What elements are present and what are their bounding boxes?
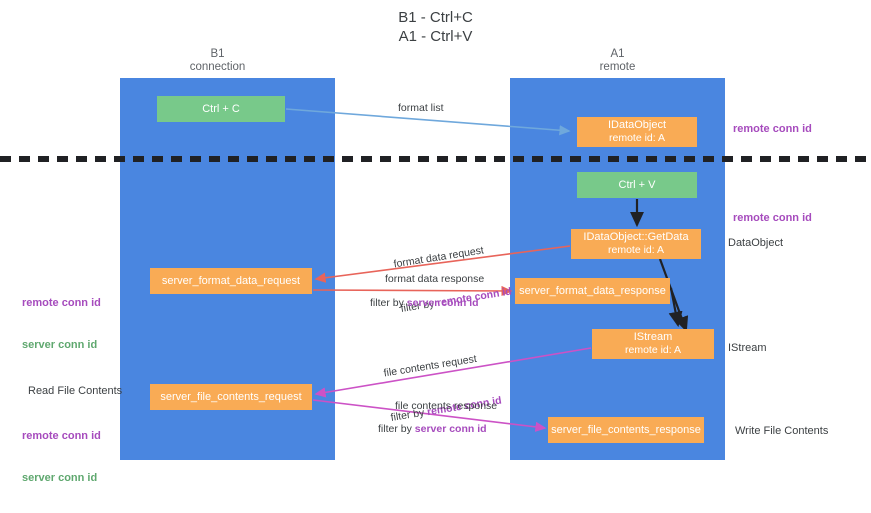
filter-prefix: filter by <box>370 297 407 309</box>
node-ctrl-v-label: Ctrl + V <box>618 178 656 191</box>
annotation-read-file-contents: Read File Contents <box>28 385 123 397</box>
node-idataobject-getdata[interactable]: IDataObject::GetData remote id: A <box>571 229 701 259</box>
node-idataobject-line2: remote id: A <box>608 132 666 144</box>
node-server-format-data-request-label: server_format_data_request <box>161 274 301 287</box>
node-server-format-data-response-label: server_format_data_response <box>519 284 666 297</box>
annotation-right-remote-conn-id-top: remote conn id <box>733 123 812 135</box>
node-server-format-data-request[interactable]: server_format_data_request <box>150 268 312 294</box>
node-server-file-contents-response[interactable]: server_file_contents_response <box>548 417 704 443</box>
annotation-left-remote-conn-id-1: remote conn id <box>22 297 101 309</box>
node-server-file-contents-request[interactable]: server_file_contents_request <box>150 384 312 410</box>
node-getdata-line2: remote id: A <box>607 244 665 256</box>
node-ctrl-c[interactable]: Ctrl + C <box>157 96 285 122</box>
node-server-file-contents-request-label: server_file_contents_request <box>160 390 302 403</box>
annotation-left-server-conn-id-2: server conn id <box>22 472 98 484</box>
edge-label-file-contents-response: file contents response <box>395 400 498 412</box>
annotation-write-file-contents: Write File Contents <box>735 425 829 437</box>
annotation-left-conn-ids-bottom: remote conn id server conn id <box>22 401 101 513</box>
annotation-dataobject: DataObject <box>728 237 784 249</box>
node-istream[interactable]: IStream remote id: A <box>592 329 714 359</box>
filter-prefix: filter by <box>378 423 415 435</box>
node-idataobject[interactable]: IDataObject remote id: A <box>577 117 697 147</box>
node-ctrl-c-label: Ctrl + C <box>202 102 240 115</box>
filter-key-server-conn-id: server conn id <box>414 423 487 435</box>
annotation-left-conn-ids-top: remote conn id server conn id <box>22 268 101 380</box>
annotation-left-server-conn-id-1: server conn id <box>22 339 98 351</box>
edge-label-format-list: format list <box>398 102 444 114</box>
annotation-left-remote-conn-id-2: remote conn id <box>22 430 101 442</box>
node-server-format-data-response[interactable]: server_format_data_response <box>515 278 670 304</box>
node-istream-line1: IStream <box>633 331 673 343</box>
edge-label-format-data-request-line1: format data request <box>392 244 485 271</box>
filter-key-server-conn-id: server conn id <box>406 297 479 309</box>
edge-label-format-data-response: format data response <box>385 273 485 285</box>
node-ctrl-v[interactable]: Ctrl + V <box>577 172 697 198</box>
node-getdata-line1: IDataObject::GetData <box>583 231 689 243</box>
edge-label-file-contents-request-line1: file contents request <box>382 352 478 380</box>
node-server-file-contents-response-label: server_file_contents_response <box>551 423 701 436</box>
edge-label-format-data-response-filter: filter by server conn id <box>370 296 479 310</box>
diagram-title: B1 - Ctrl+C A1 - Ctrl+V <box>398 9 473 45</box>
node-idataobject-line1: IDataObject <box>607 119 667 131</box>
annotation-right-remote-conn-id-mid: remote conn id <box>733 212 812 224</box>
diagram-canvas: B1 - Ctrl+C A1 - Ctrl+V B1 connection A1… <box>0 9 871 484</box>
node-istream-line2: remote id: A <box>624 344 682 356</box>
edge-label-file-contents-response-filter: filter by server conn id <box>378 422 487 436</box>
column-header-b1: B1 connection <box>189 48 246 73</box>
column-header-a1: A1 remote <box>599 48 636 73</box>
phase-divider <box>0 156 871 162</box>
annotation-istream: IStream <box>728 342 767 354</box>
